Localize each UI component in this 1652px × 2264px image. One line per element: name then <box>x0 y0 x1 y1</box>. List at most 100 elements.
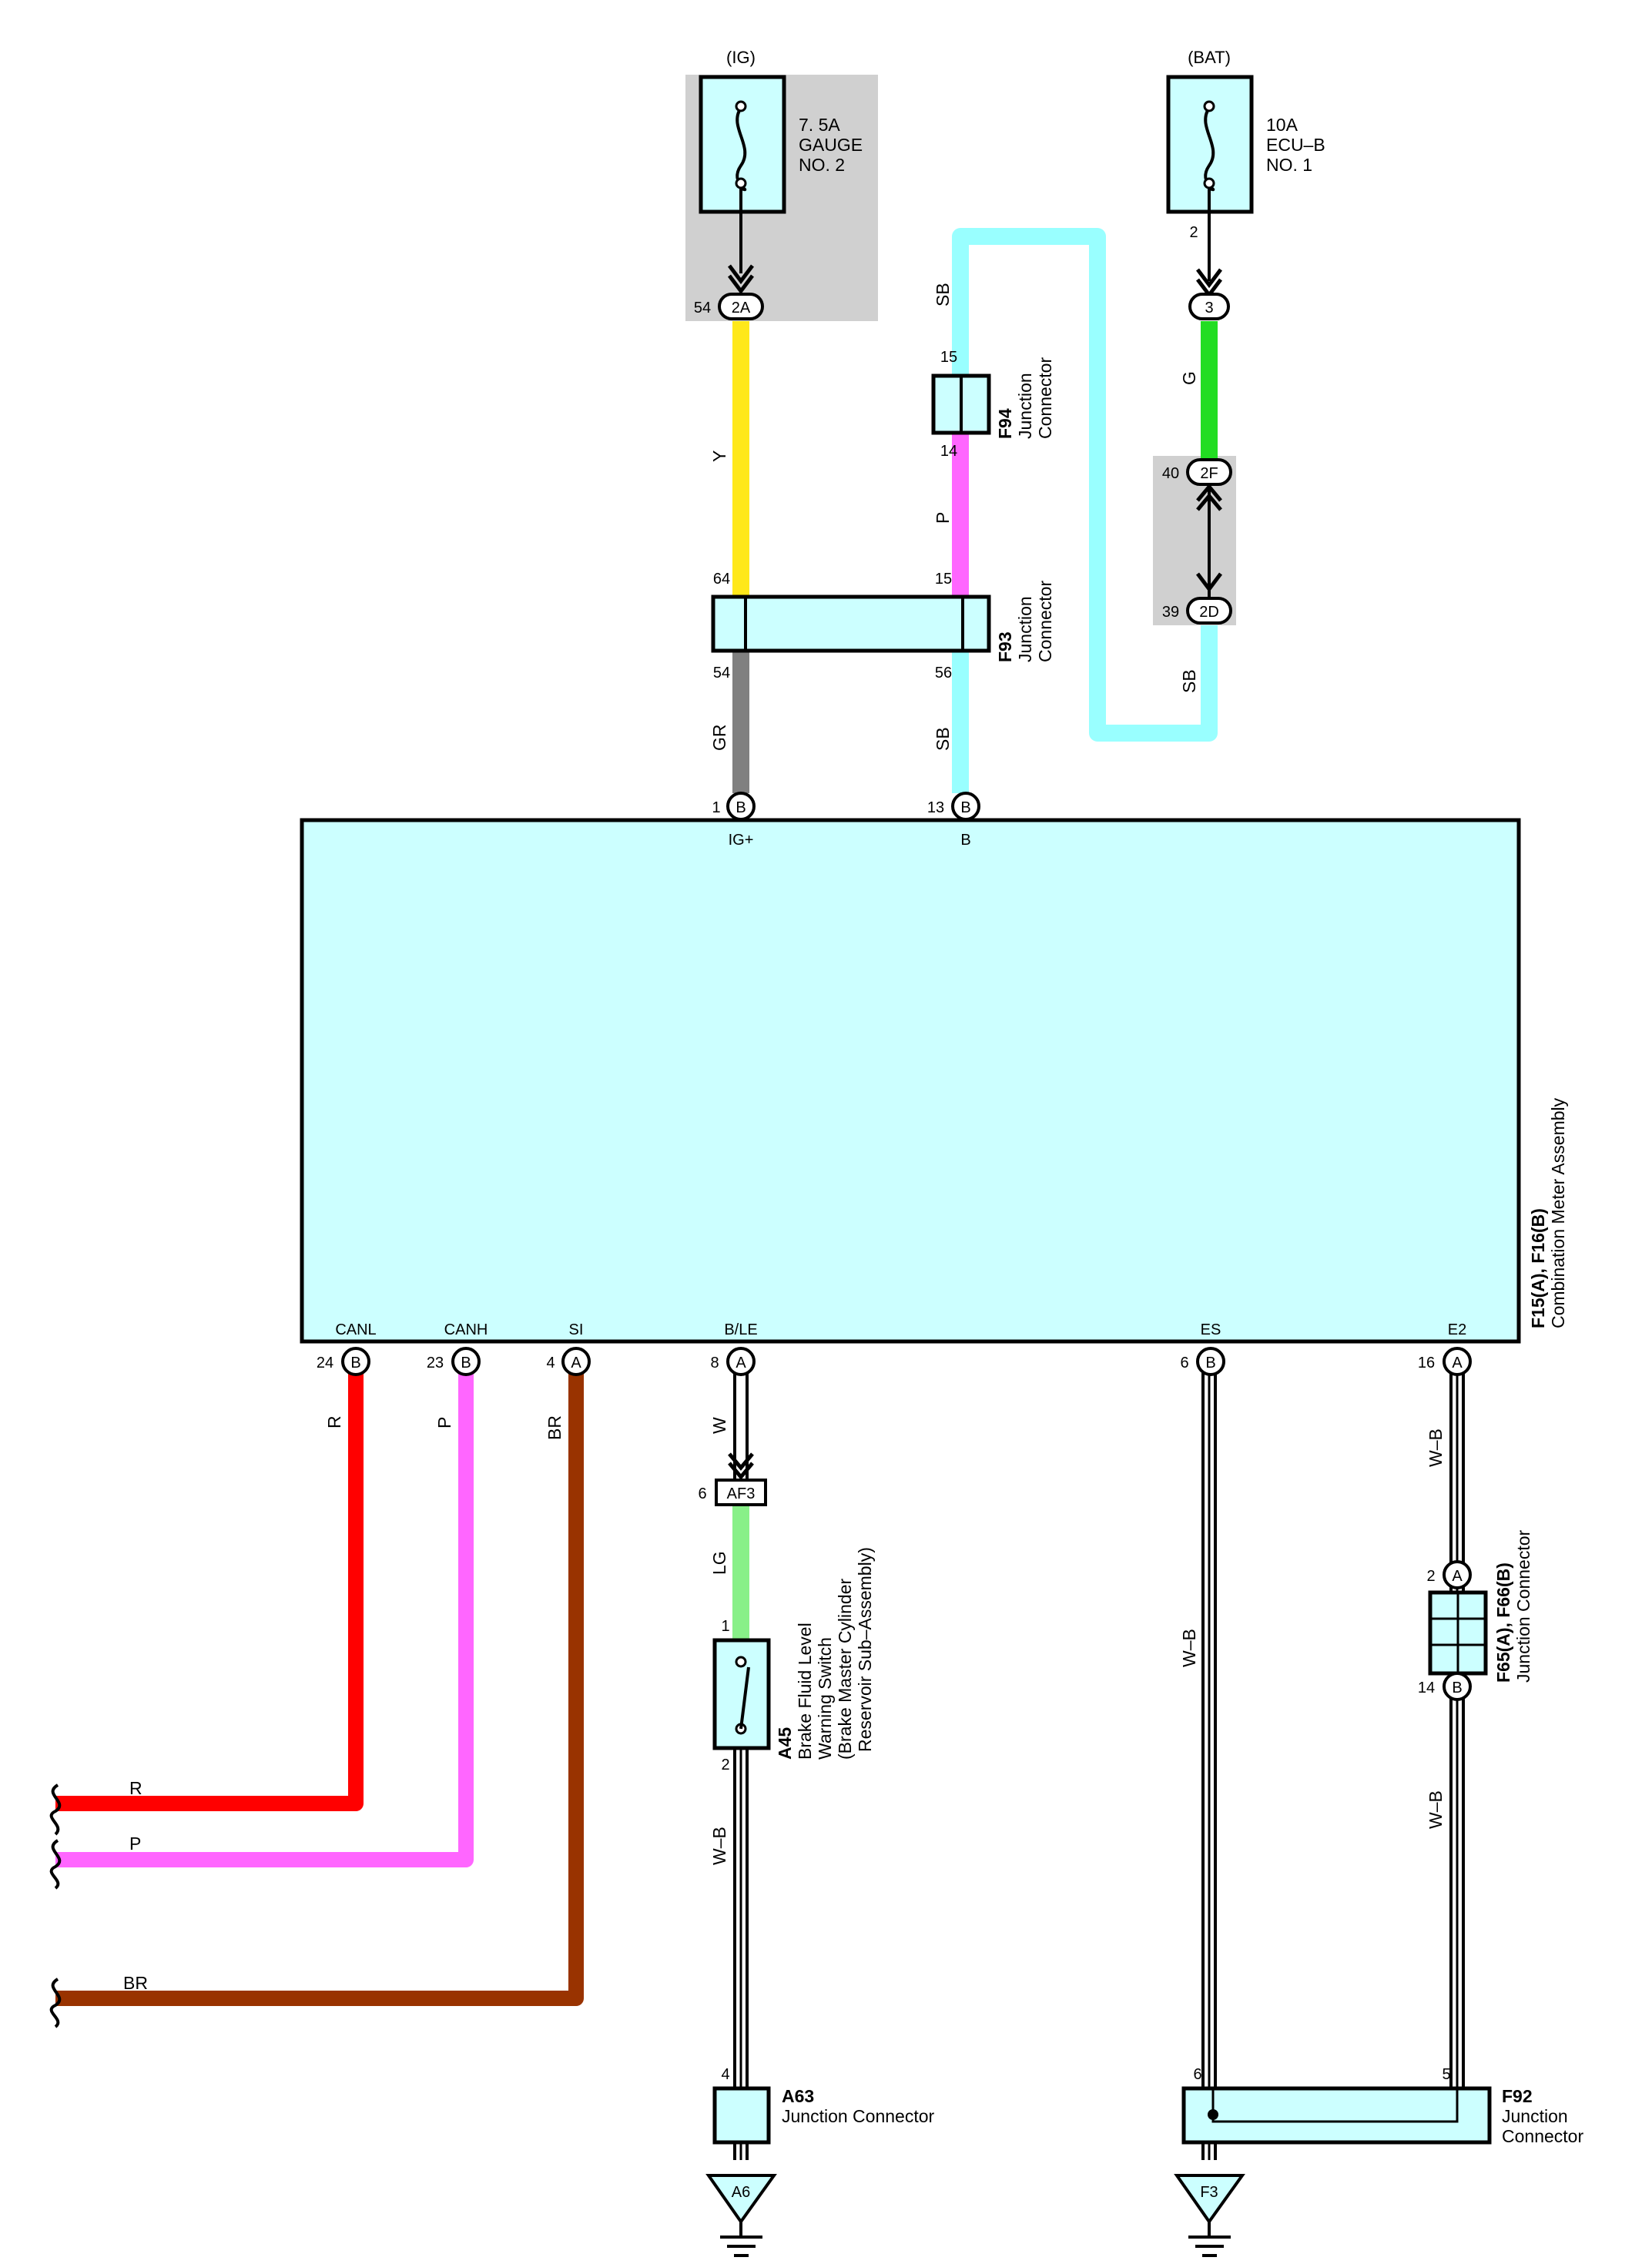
f93-name-2: Connector <box>1035 581 1055 662</box>
meter-pin-es-num: 6 <box>1180 1355 1188 1371</box>
meter-pin-e2-num: 16 <box>1418 1355 1435 1371</box>
meter-pin-b-num: 13 <box>927 799 944 816</box>
meter-pin-b-letter: B <box>960 799 970 816</box>
wire-label-y: Y <box>709 450 729 462</box>
connector-af3-code: AF3 <box>727 1485 756 1502</box>
f94-code: F94 <box>995 408 1015 439</box>
f65-pin-bottom-circle <box>1443 1672 1472 1701</box>
a63-name: Junction Connector <box>782 2106 935 2126</box>
meter-pin-canh-num: 23 <box>427 1355 444 1371</box>
a63-code: A63 <box>782 2086 814 2106</box>
fuse-ig <box>699 75 786 295</box>
wire-label-sb-top: SB <box>933 283 953 306</box>
bat-fuse-number: NO. 1 <box>1266 155 1312 175</box>
wire-label-wb-es: W–B <box>1179 1629 1199 1667</box>
f93-name-1: Junction <box>1015 596 1035 662</box>
f65-pin-top: 2 <box>1426 1568 1435 1585</box>
wire-label-gr: GR <box>709 725 729 752</box>
wire-label-g: G <box>1179 371 1199 385</box>
wire-end-label-p: P <box>129 1834 141 1854</box>
connector-2a-pin: 54 <box>694 300 711 316</box>
ig-fuse-name: GAUGE <box>799 135 863 155</box>
f92-name-2: Connector <box>1502 2126 1583 2146</box>
ground-f3-code: F3 <box>1200 2184 1218 2201</box>
meter-pin-canl: CANL B 24 <box>317 1321 377 1376</box>
meter-pin-b-signal: B <box>960 832 970 849</box>
f93-pin-tl: 64 <box>713 571 730 588</box>
meter-pin-es: ES B 6 <box>1180 1321 1225 1376</box>
meter-pin-es-letter: B <box>1205 1355 1215 1371</box>
wire-label-wb-e2-top: W–B <box>1426 1428 1446 1467</box>
meter-pin-si-signal: SI <box>569 1321 584 1338</box>
f65-pin-top-circle <box>1443 1560 1472 1589</box>
a63-junction-connector <box>712 2086 771 2145</box>
wire-end-label-br: BR <box>123 1973 148 1993</box>
wire-break-br <box>49 1978 62 2028</box>
a45-code: A45 <box>775 1727 795 1760</box>
f94-labels: F94 Junction Connector <box>995 357 1055 439</box>
ig-source-label: (IG) <box>726 48 756 67</box>
wire-label-p-f94: P <box>933 512 953 524</box>
meter-pin-ig-signal: IG+ <box>729 832 754 849</box>
wire-sb-loop <box>952 228 1218 742</box>
wire-label-wb-a45: W–B <box>709 1827 729 1865</box>
meter-pin-ble-letter: A <box>736 1355 746 1371</box>
ig-fuse-rating: 7. 5A <box>799 115 840 135</box>
wire-label-lg: LG <box>709 1551 729 1575</box>
f94-name-1: Junction <box>1015 373 1035 439</box>
f65-pin-top-letter: A <box>1452 1568 1463 1585</box>
wire-label-br: BR <box>545 1415 565 1440</box>
wire-br <box>55 1354 584 2006</box>
meter-pin-b: B 13 B <box>927 792 980 849</box>
f92-code: F92 <box>1502 2086 1533 2106</box>
a45-switch-contact <box>735 1656 750 1735</box>
a45-name-1: Brake Fluid Level <box>795 1623 815 1760</box>
connector-2d-code: 2D <box>1199 604 1219 621</box>
connector-2d <box>1186 597 1232 625</box>
meter-labels: F15(A), F16(B) Combination Meter Assembl… <box>1528 1097 1568 1328</box>
connector-2f-2d-link <box>1196 484 1222 597</box>
meter-pin-ble: B/LE A 8 <box>710 1321 758 1376</box>
f93-labels: F93 Junction Connector <box>995 581 1055 662</box>
wire-label-wb-e2-bottom: W–B <box>1426 1790 1446 1829</box>
connector-af3 <box>715 1479 767 1506</box>
a63-pin: 4 <box>721 2066 729 2083</box>
f92-junction-connector <box>1181 2086 1492 2145</box>
meter-pin-si: SI A 4 <box>546 1321 591 1376</box>
ig-fuse-number: NO. 2 <box>799 155 845 175</box>
f65-pin-bottom: 14 <box>1418 1680 1435 1696</box>
meter-pin-ig-letter: B <box>736 799 746 816</box>
bat-fuse-name: ECU–B <box>1266 135 1325 155</box>
connector-3-code: 3 <box>1205 300 1213 316</box>
meter-pin-ig-num: 1 <box>712 799 720 816</box>
wire-label-sb-2d: SB <box>1179 669 1199 693</box>
f65-labels: F65(A), F66(B) Junction Connector <box>1493 1529 1533 1683</box>
meter-pin-ble-num: 8 <box>710 1355 719 1371</box>
meter-pin-e2-signal: E2 <box>1448 1321 1466 1338</box>
wire-r <box>55 1354 364 1811</box>
meter-name: Combination Meter Assembly <box>1548 1097 1568 1328</box>
f93-code: F93 <box>995 631 1015 662</box>
a45-name-2: Warning Switch <box>815 1637 835 1760</box>
meter-pin-canl-letter: B <box>350 1355 360 1371</box>
ground-a6 <box>705 2174 777 2257</box>
f65-code: F65(A), F66(B) <box>1493 1562 1513 1683</box>
connector-2a <box>718 293 764 320</box>
combination-meter-assembly <box>300 818 1521 1344</box>
ground-f3 <box>1174 2174 1245 2257</box>
af3-arrow <box>728 1452 754 1480</box>
f93-pin-br: 56 <box>935 665 952 682</box>
connector-2a-code: 2A <box>732 300 751 316</box>
meter-pin-si-letter: A <box>571 1355 581 1371</box>
f65-pin-bottom-letter: B <box>1452 1680 1462 1696</box>
f94-pin-top: 15 <box>940 349 957 366</box>
meter-pin-canh: CANH B 23 <box>427 1321 488 1376</box>
a45-name-4: Reservoir Sub–Assembly) <box>855 1547 875 1752</box>
f65-name: Junction Connector <box>1513 1529 1533 1683</box>
meter-pin-canh-signal: CANH <box>444 1321 488 1338</box>
meter-pin-e2: E2 A 16 <box>1418 1321 1472 1376</box>
wire-label-w: W <box>709 1417 729 1434</box>
bat-fuse-rating: 10A <box>1266 115 1298 135</box>
meter-pin-canl-signal: CANL <box>335 1321 376 1338</box>
f93-pin-bl: 54 <box>713 665 730 682</box>
